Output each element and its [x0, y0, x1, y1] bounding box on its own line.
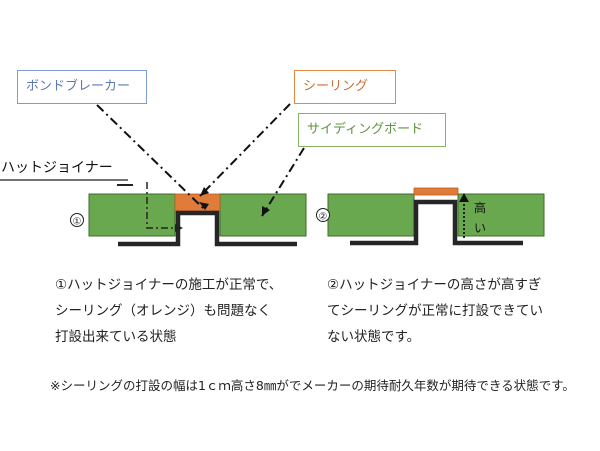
caption-left-line: ①ハットジョイナーの施工が正常で、 — [55, 277, 283, 293]
siding-board-left-a — [88, 193, 176, 237]
height-arrow-head — [459, 193, 469, 202]
hat-joiner-left — [118, 210, 297, 247]
sealing-leader-arrow — [200, 187, 209, 196]
footnote: ※シーリングの打設の幅は1ｃｍ高さ8㎜がでメーカーの期待耐久年数が期待できる状態… — [50, 378, 575, 393]
bond-breaker-label: ボンドブレーカー — [17, 70, 147, 104]
height-text-2: い — [474, 221, 486, 235]
marker-right — [316, 208, 330, 222]
marker-left-text: ① — [73, 217, 82, 228]
sealing-label: シーリング — [294, 70, 396, 104]
caption-right-line: ない状態です。 — [327, 329, 421, 345]
hat-joiner-label: ハットジョイナー — [1, 160, 113, 176]
siding-leader-arrow — [262, 206, 270, 216]
caption-left-line: シーリング（オレンジ）も問題なく — [55, 303, 271, 319]
siding-board-label: サイディングボード — [298, 113, 446, 147]
bond-breaker-leader-arrow — [199, 202, 209, 210]
height-text-1: 高 — [474, 200, 486, 215]
caption-right: ②ハットジョイナーの高さが高すぎ てシーリングが正常に打設できてい ない状態です… — [327, 272, 543, 350]
hat-joiner-right-inner — [419, 205, 452, 239]
siding-leader — [261, 147, 305, 217]
hat-joiner-right — [350, 199, 523, 246]
sealing-right — [413, 187, 459, 196]
marker-left — [70, 213, 84, 227]
marker-right-text: ② — [319, 212, 328, 223]
caption-right-line: てシーリングが正常に打設できてい — [327, 303, 543, 319]
siding-board-right-b — [457, 193, 545, 237]
hat-joiner-left-inner — [181, 216, 214, 240]
caption-left: ①ハットジョイナーの施工が正常で、 シーリング（オレンジ）も問題なく 打設出来て… — [55, 272, 282, 350]
dimension-line-left — [146, 182, 175, 229]
siding-board-right-a — [327, 193, 415, 237]
sealing-leader — [199, 103, 291, 197]
caption-left-line: 打設出来ている状態 — [55, 329, 177, 345]
dimension-arrow-left — [175, 224, 183, 232]
caption-right-line: ②ハットジョイナーの高さが高すぎ — [327, 277, 542, 293]
bond-breaker-leader — [96, 104, 206, 211]
